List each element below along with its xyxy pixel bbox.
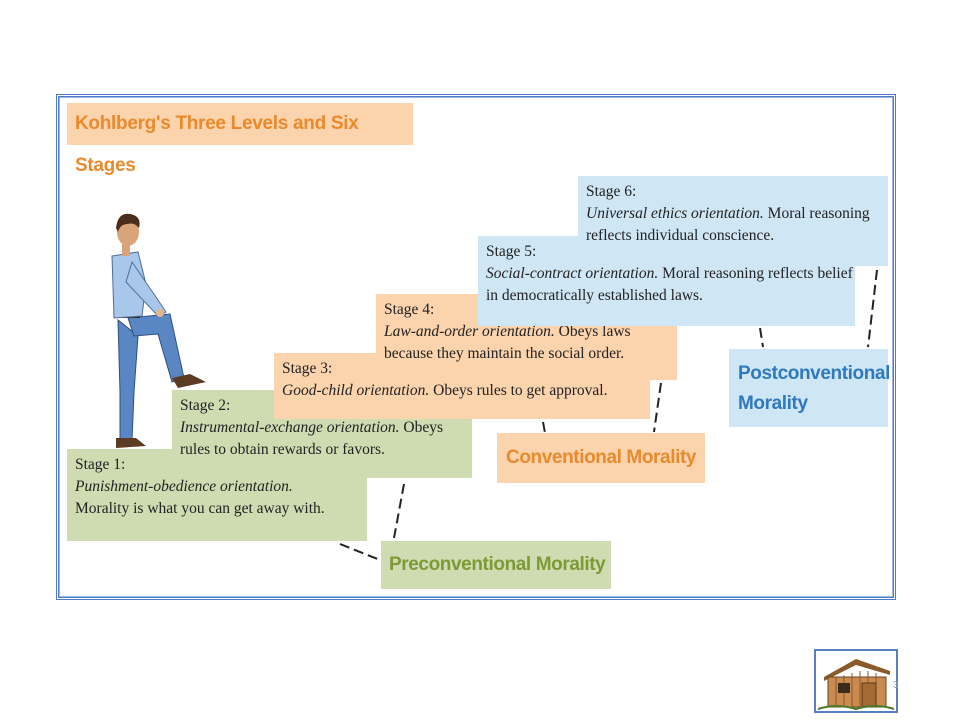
stage-6-box: Stage 6: Universal ethics orientation. M… <box>578 176 888 266</box>
stage-4-text: Law-and-order orientation. Obeys laws be… <box>384 321 677 365</box>
connector-stage2-pre <box>393 483 405 539</box>
stage-6-number: Stage 6: <box>586 183 637 200</box>
stage-6-orientation: Universal ethics orientation. <box>586 205 764 222</box>
stage-6-text: Universal ethics orientation. Moral reas… <box>586 203 888 247</box>
stage-6-description: Moral reasoning reflects individual cons… <box>586 205 870 244</box>
stage-4-number: Stage 4: <box>384 301 435 318</box>
stage-5-orientation: Social-contract orientation. <box>486 265 659 282</box>
connector-stage6-post <box>867 269 878 348</box>
level-postconventional-line1: Postconventional <box>738 363 890 384</box>
connector-stage3-con <box>542 421 546 434</box>
level-postconventional: Postconventional Morality <box>729 349 890 427</box>
stage-3-description: Obeys rules to get approval. <box>429 382 608 399</box>
stage-2-text: Instrumental-exchange orientation. Obeys… <box>180 417 472 461</box>
diagram-title: Kohlberg's Three Levels and Six Stages <box>67 103 413 176</box>
page-number: 3 <box>893 680 899 691</box>
stage-4-orientation: Law-and-order orientation. <box>384 323 555 340</box>
stage-3-number: Stage 3: <box>282 360 333 377</box>
home-button[interactable] <box>814 649 898 713</box>
stage-5-text: Social-contract orientation. Moral reaso… <box>486 263 855 307</box>
stage-5-description: Moral reasoning reflects belief in democ… <box>486 265 853 304</box>
connector-stage5-post <box>759 327 764 348</box>
connector-stage1-pre <box>339 543 381 561</box>
level-preconventional: Preconventional Morality <box>381 541 611 589</box>
stage-3-orientation: Good-child orientation. <box>282 382 430 399</box>
stage-3-text: Good-child orientation. Obeys rules to g… <box>282 380 650 402</box>
level-conventional: Conventional Morality <box>497 433 705 483</box>
stage-4-description: Obeys laws because they maintain the soc… <box>384 323 631 362</box>
connector-stage4-con <box>653 382 662 433</box>
level-postconventional-line2: Morality <box>738 393 808 414</box>
shed-icon <box>817 659 895 711</box>
stage-2-orientation: Instrumental-exchange orientation. <box>180 419 400 436</box>
stage-1-number: Stage 1: <box>75 456 126 473</box>
stage-2-description: Obeys rules to obtain rewards or favors. <box>180 419 444 458</box>
stage-2-number: Stage 2: <box>180 397 231 414</box>
stage-1-orientation: Punishment-obedience orientation. <box>75 478 293 495</box>
stage-1-description: Morality is what you can get away with. <box>75 500 325 517</box>
stage-5-number: Stage 5: <box>486 243 537 260</box>
